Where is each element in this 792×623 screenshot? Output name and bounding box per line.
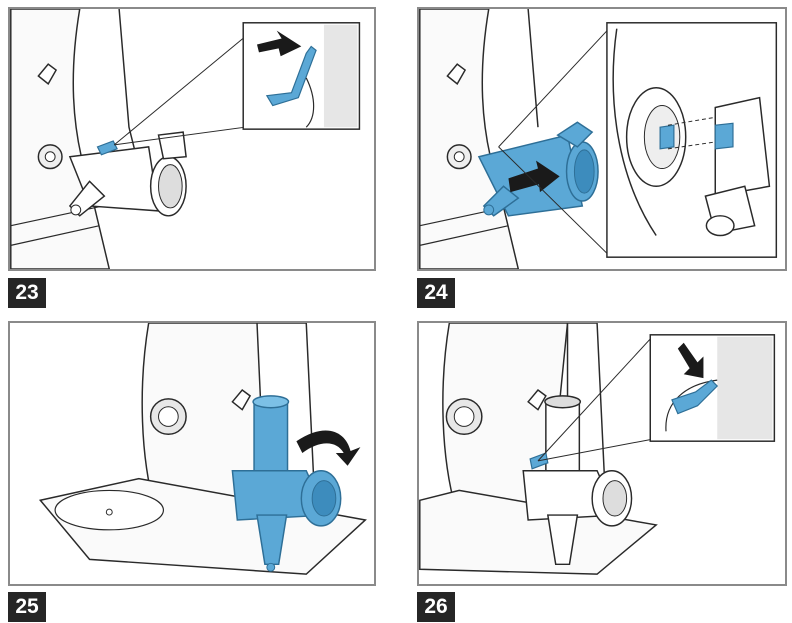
step-23-illustration [10,9,361,269]
step-number-badge: 26 [417,592,455,622]
step-25-illustration [38,323,367,575]
lever-zoom [671,379,719,415]
knob-icon [37,63,58,85]
step-26-panel [417,321,787,586]
step-25-panel [8,321,376,586]
meat-grinder [68,131,187,217]
knob-icon [446,63,467,85]
step-24-panel [417,7,787,271]
step-number-badge: 25 [8,592,46,622]
arrow-left-icon [257,30,302,57]
rotate-arrow-icon [296,430,361,466]
step-24-illustration [419,9,778,269]
step-23-panel [8,7,376,271]
arrow-down-icon [677,342,704,379]
step-number-badge: 23 [8,278,46,308]
lever-zoom [265,45,317,107]
meat-grinder-blue [231,395,342,572]
step-26-illustration [419,323,776,575]
step-number-badge: 24 [417,278,455,308]
meat-grinder [522,395,633,566]
arrow-left-icon [508,160,560,193]
lock-lever [96,140,118,156]
